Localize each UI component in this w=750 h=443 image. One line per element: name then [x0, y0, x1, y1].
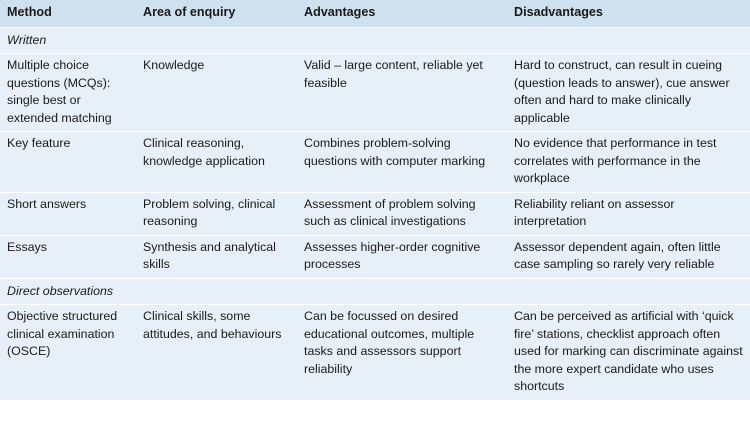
cell-disadvantages: Assessor dependent again, often little c…: [507, 234, 750, 278]
cell-area: Knowledge: [136, 53, 297, 132]
table-row: Key feature Clinical reasoning, knowledg…: [0, 131, 750, 192]
table-header-row: Method Area of enquiry Advantages Disadv…: [0, 0, 750, 28]
cell-method: Key feature: [0, 131, 136, 192]
cell-method: Objective structured clinical examinatio…: [0, 304, 136, 400]
cell-advantages: Can be focussed on desired educational o…: [297, 304, 507, 400]
cell-method: Short answers: [0, 191, 136, 235]
cell-disadvantages: No evidence that performance in test cor…: [507, 131, 750, 192]
section-label: Direct observations: [0, 277, 750, 305]
cell-advantages: Combines problem-solving questions with …: [297, 131, 507, 192]
header-advantages: Advantages: [297, 0, 507, 28]
header-area-of-enquiry: Area of enquiry: [136, 0, 297, 28]
assessment-methods-table: Method Area of enquiry Advantages Disadv…: [0, 0, 750, 400]
table-row: Objective structured clinical examinatio…: [0, 304, 750, 400]
cell-area: Synthesis and analytical skills: [136, 234, 297, 278]
section-label: Written: [0, 26, 750, 54]
header-method: Method: [0, 0, 136, 28]
cell-area: Clinical reasoning, knowledge applicatio…: [136, 131, 297, 192]
cell-method: Essays: [0, 234, 136, 278]
table-row: Multiple choice questions (MCQs): single…: [0, 53, 750, 132]
table-row: Short answers Problem solving, clinical …: [0, 191, 750, 235]
cell-advantages: Assessment of problem solving such as cl…: [297, 191, 507, 235]
section-row-written: Written: [0, 26, 750, 54]
cell-method: Multiple choice questions (MCQs): single…: [0, 53, 136, 132]
cell-disadvantages: Hard to construct, can result in cueing …: [507, 53, 750, 132]
cell-advantages: Valid – large content, reliable yet feas…: [297, 53, 507, 132]
table-row: Essays Synthesis and analytical skills A…: [0, 234, 750, 278]
section-row-direct-observations: Direct observations: [0, 277, 750, 305]
cell-area: Problem solving, clinical reasoning: [136, 191, 297, 235]
cell-area: Clinical skills, some attitudes, and beh…: [136, 304, 297, 400]
cell-disadvantages: Can be perceived as artificial with ‘qui…: [507, 304, 750, 400]
cell-disadvantages: Reliability reliant on assessor interpre…: [507, 191, 750, 235]
header-disadvantages: Disadvantages: [507, 0, 750, 28]
cell-advantages: Assesses higher-order cognitive processe…: [297, 234, 507, 278]
